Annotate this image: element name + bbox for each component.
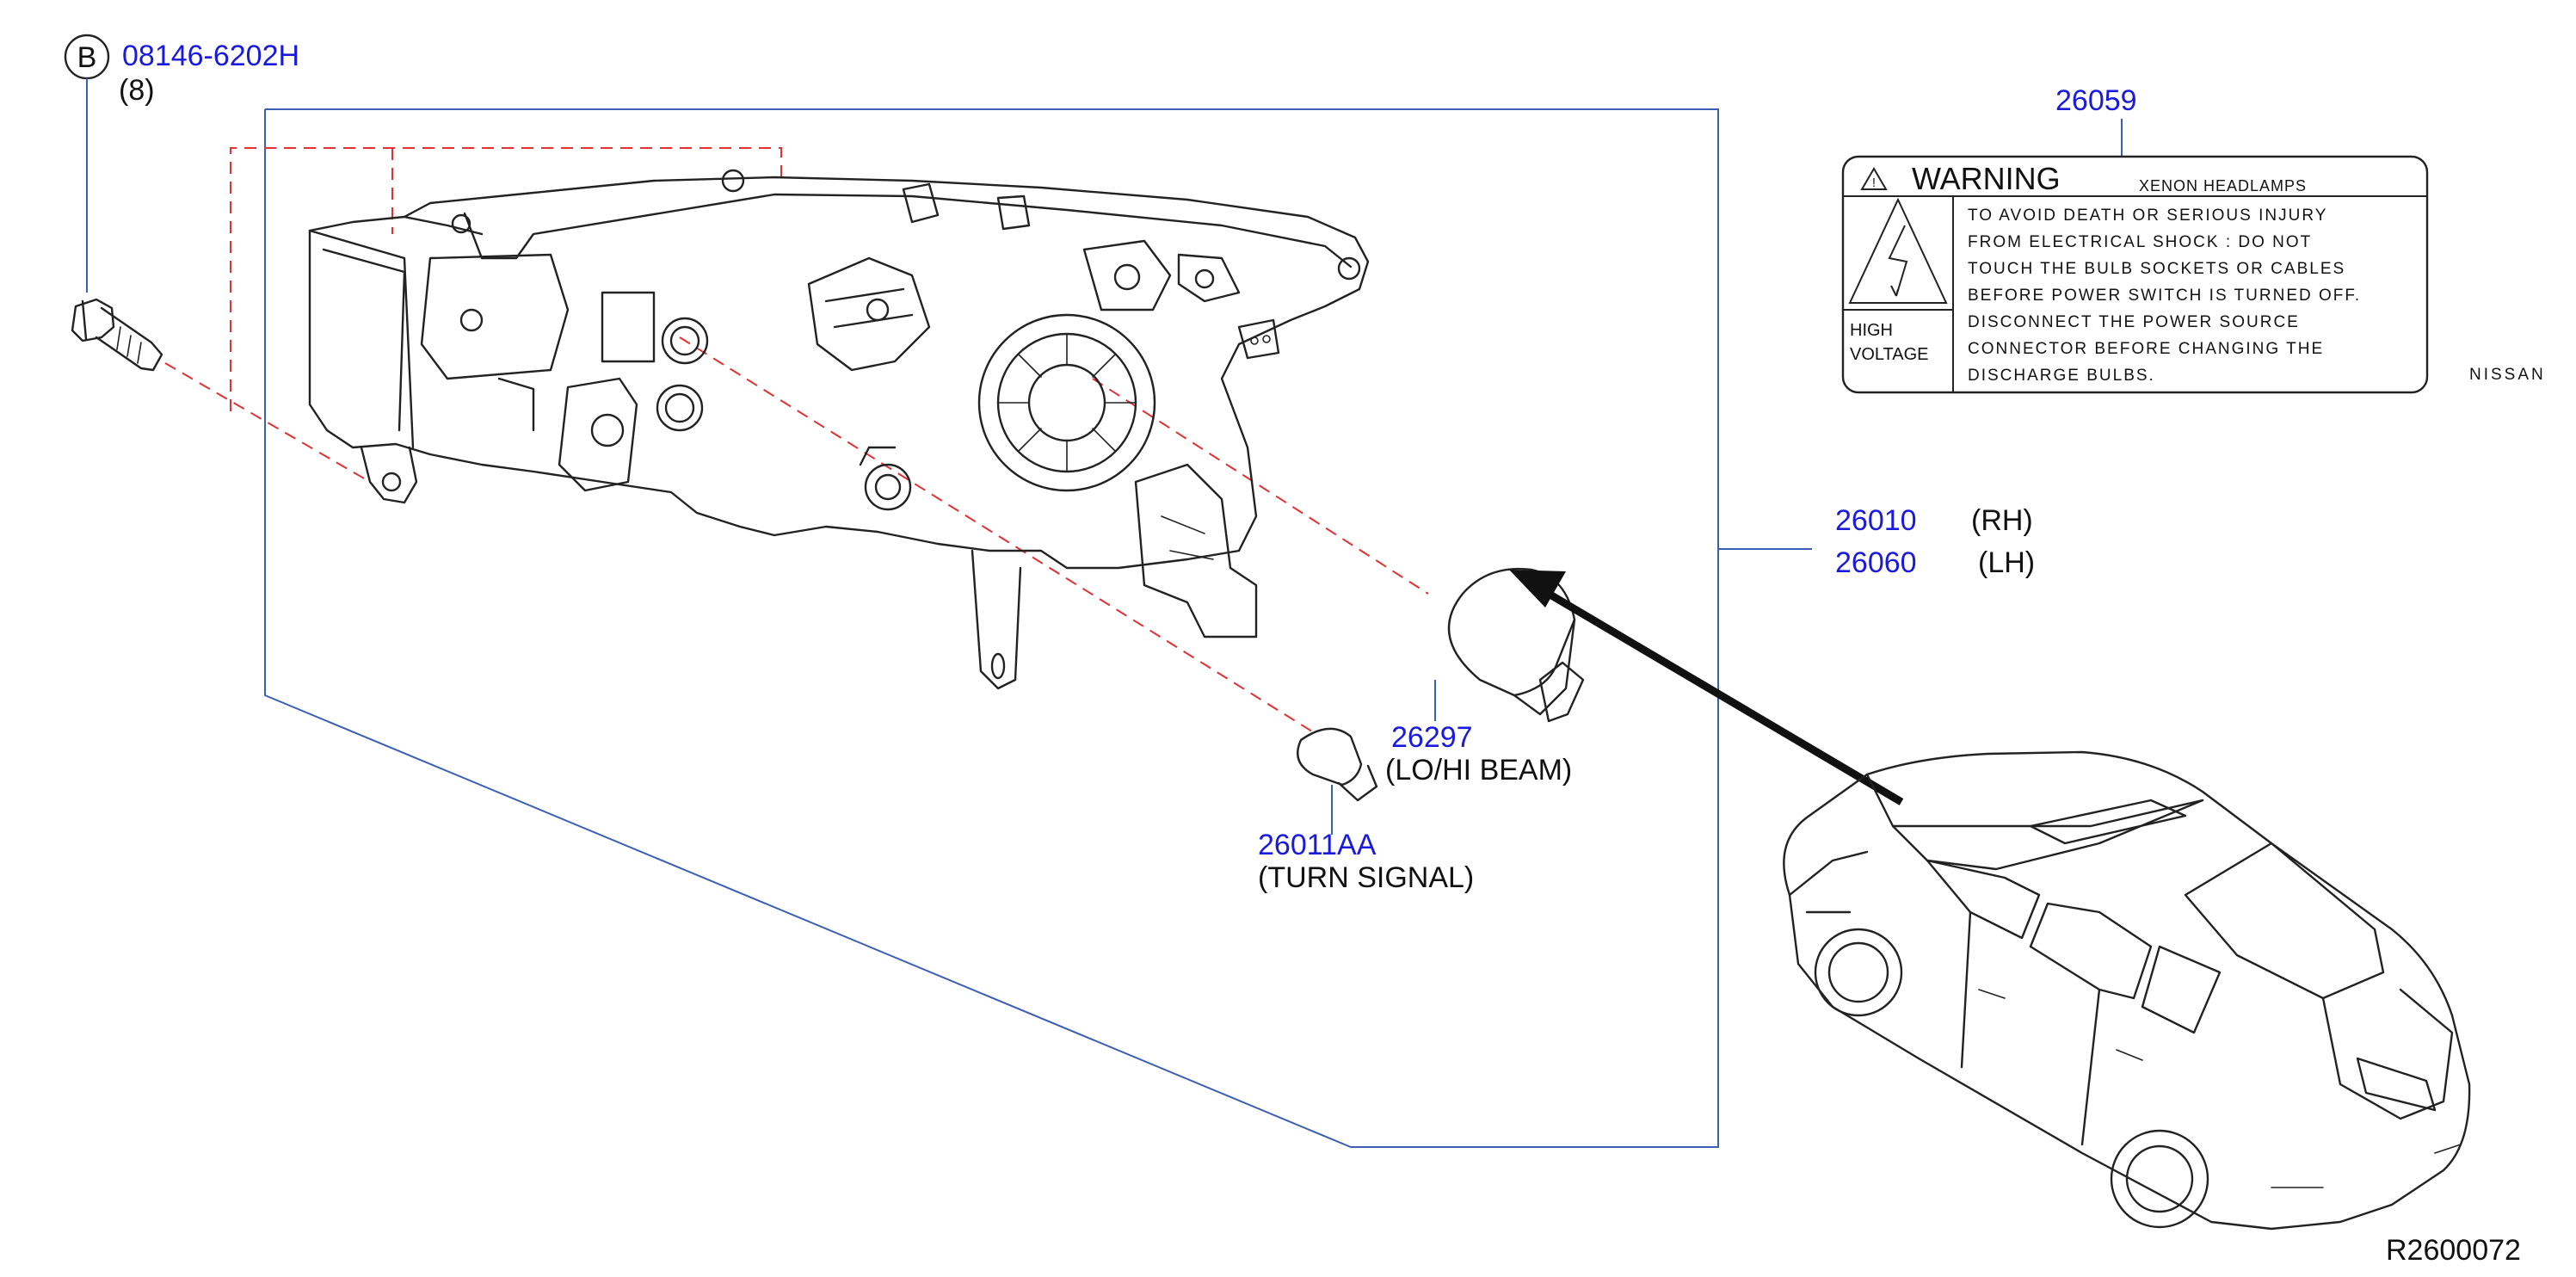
beam-bulb-label: (LO/HI BEAM) (1385, 754, 1572, 787)
bolt-quantity: (8) (119, 74, 155, 107)
warning-subheading: XENON HEADLAMPS (2139, 177, 2307, 194)
bolt-part-number[interactable]: 08146-6202H (122, 40, 299, 72)
bolt-callout: B 08146-6202H (8) (64, 34, 299, 293)
diagram-code: R2600072 (2386, 1234, 2521, 1267)
beam-bulb-icon (1434, 568, 1585, 723)
warning-line: DISCHARGE BULBS. (1968, 367, 2155, 385)
warning-side-text-1: HIGH (1850, 321, 1893, 340)
turn-bulb-part-number[interactable]: 26011AA (1258, 829, 1377, 861)
headlamp-rh-part-number[interactable]: 26010 (1835, 504, 1917, 537)
bolt-icon (71, 298, 163, 372)
headlamp-assembly-drawing (308, 169, 1370, 690)
location-arrow (1509, 570, 1904, 805)
headlamp-rh-label: (RH) (1971, 504, 2033, 537)
warning-line: BEFORE POWER SWITCH IS TURNED OFF. (1968, 287, 2361, 305)
warning-side-text-2: VOLTAGE (1850, 345, 1929, 364)
warning-label-part-number[interactable]: 26059 (2055, 84, 2137, 117)
turn-bulb-label: (TURN SIGNAL) (1258, 861, 1474, 894)
warning-triangle-icon (1860, 167, 1888, 190)
warning-heading: WARNING (1912, 161, 2061, 196)
headlamp-lh-label: (LH) (1978, 546, 2035, 579)
callout-letter: B (77, 41, 97, 74)
warning-label: 26059 ! WARNING XENON HEADLAMPS HIGH VOL… (1841, 84, 2546, 394)
warning-label-frame (1841, 155, 2429, 394)
svg-text:!: ! (1872, 176, 1876, 190)
warning-line: TO AVOID DEATH OR SERIOUS INJURY (1968, 207, 2327, 225)
headlamp-lh-part-number[interactable]: 26060 (1835, 546, 1917, 579)
high-voltage-icon (1848, 197, 1948, 304)
assembly-dashed-lines (164, 147, 1429, 732)
vehicle-icon (1783, 750, 2471, 1231)
assembly-boundary (264, 108, 1812, 1148)
warning-line: DISCONNECT THE POWER SOURCE (1968, 313, 2300, 331)
warning-line: TOUCH THE BULB SOCKETS OR CABLES (1968, 260, 2345, 278)
warning-line: FROM ELECTRICAL SHOCK : DO NOT (1968, 233, 2312, 251)
beam-bulb-part-number[interactable]: 26297 (1391, 721, 1473, 754)
turn-bulb-icon (1297, 727, 1378, 835)
warning-line: CONNECTOR BEFORE CHANGING THE (1968, 340, 2324, 358)
warning-brand: NISSAN (2469, 366, 2546, 384)
